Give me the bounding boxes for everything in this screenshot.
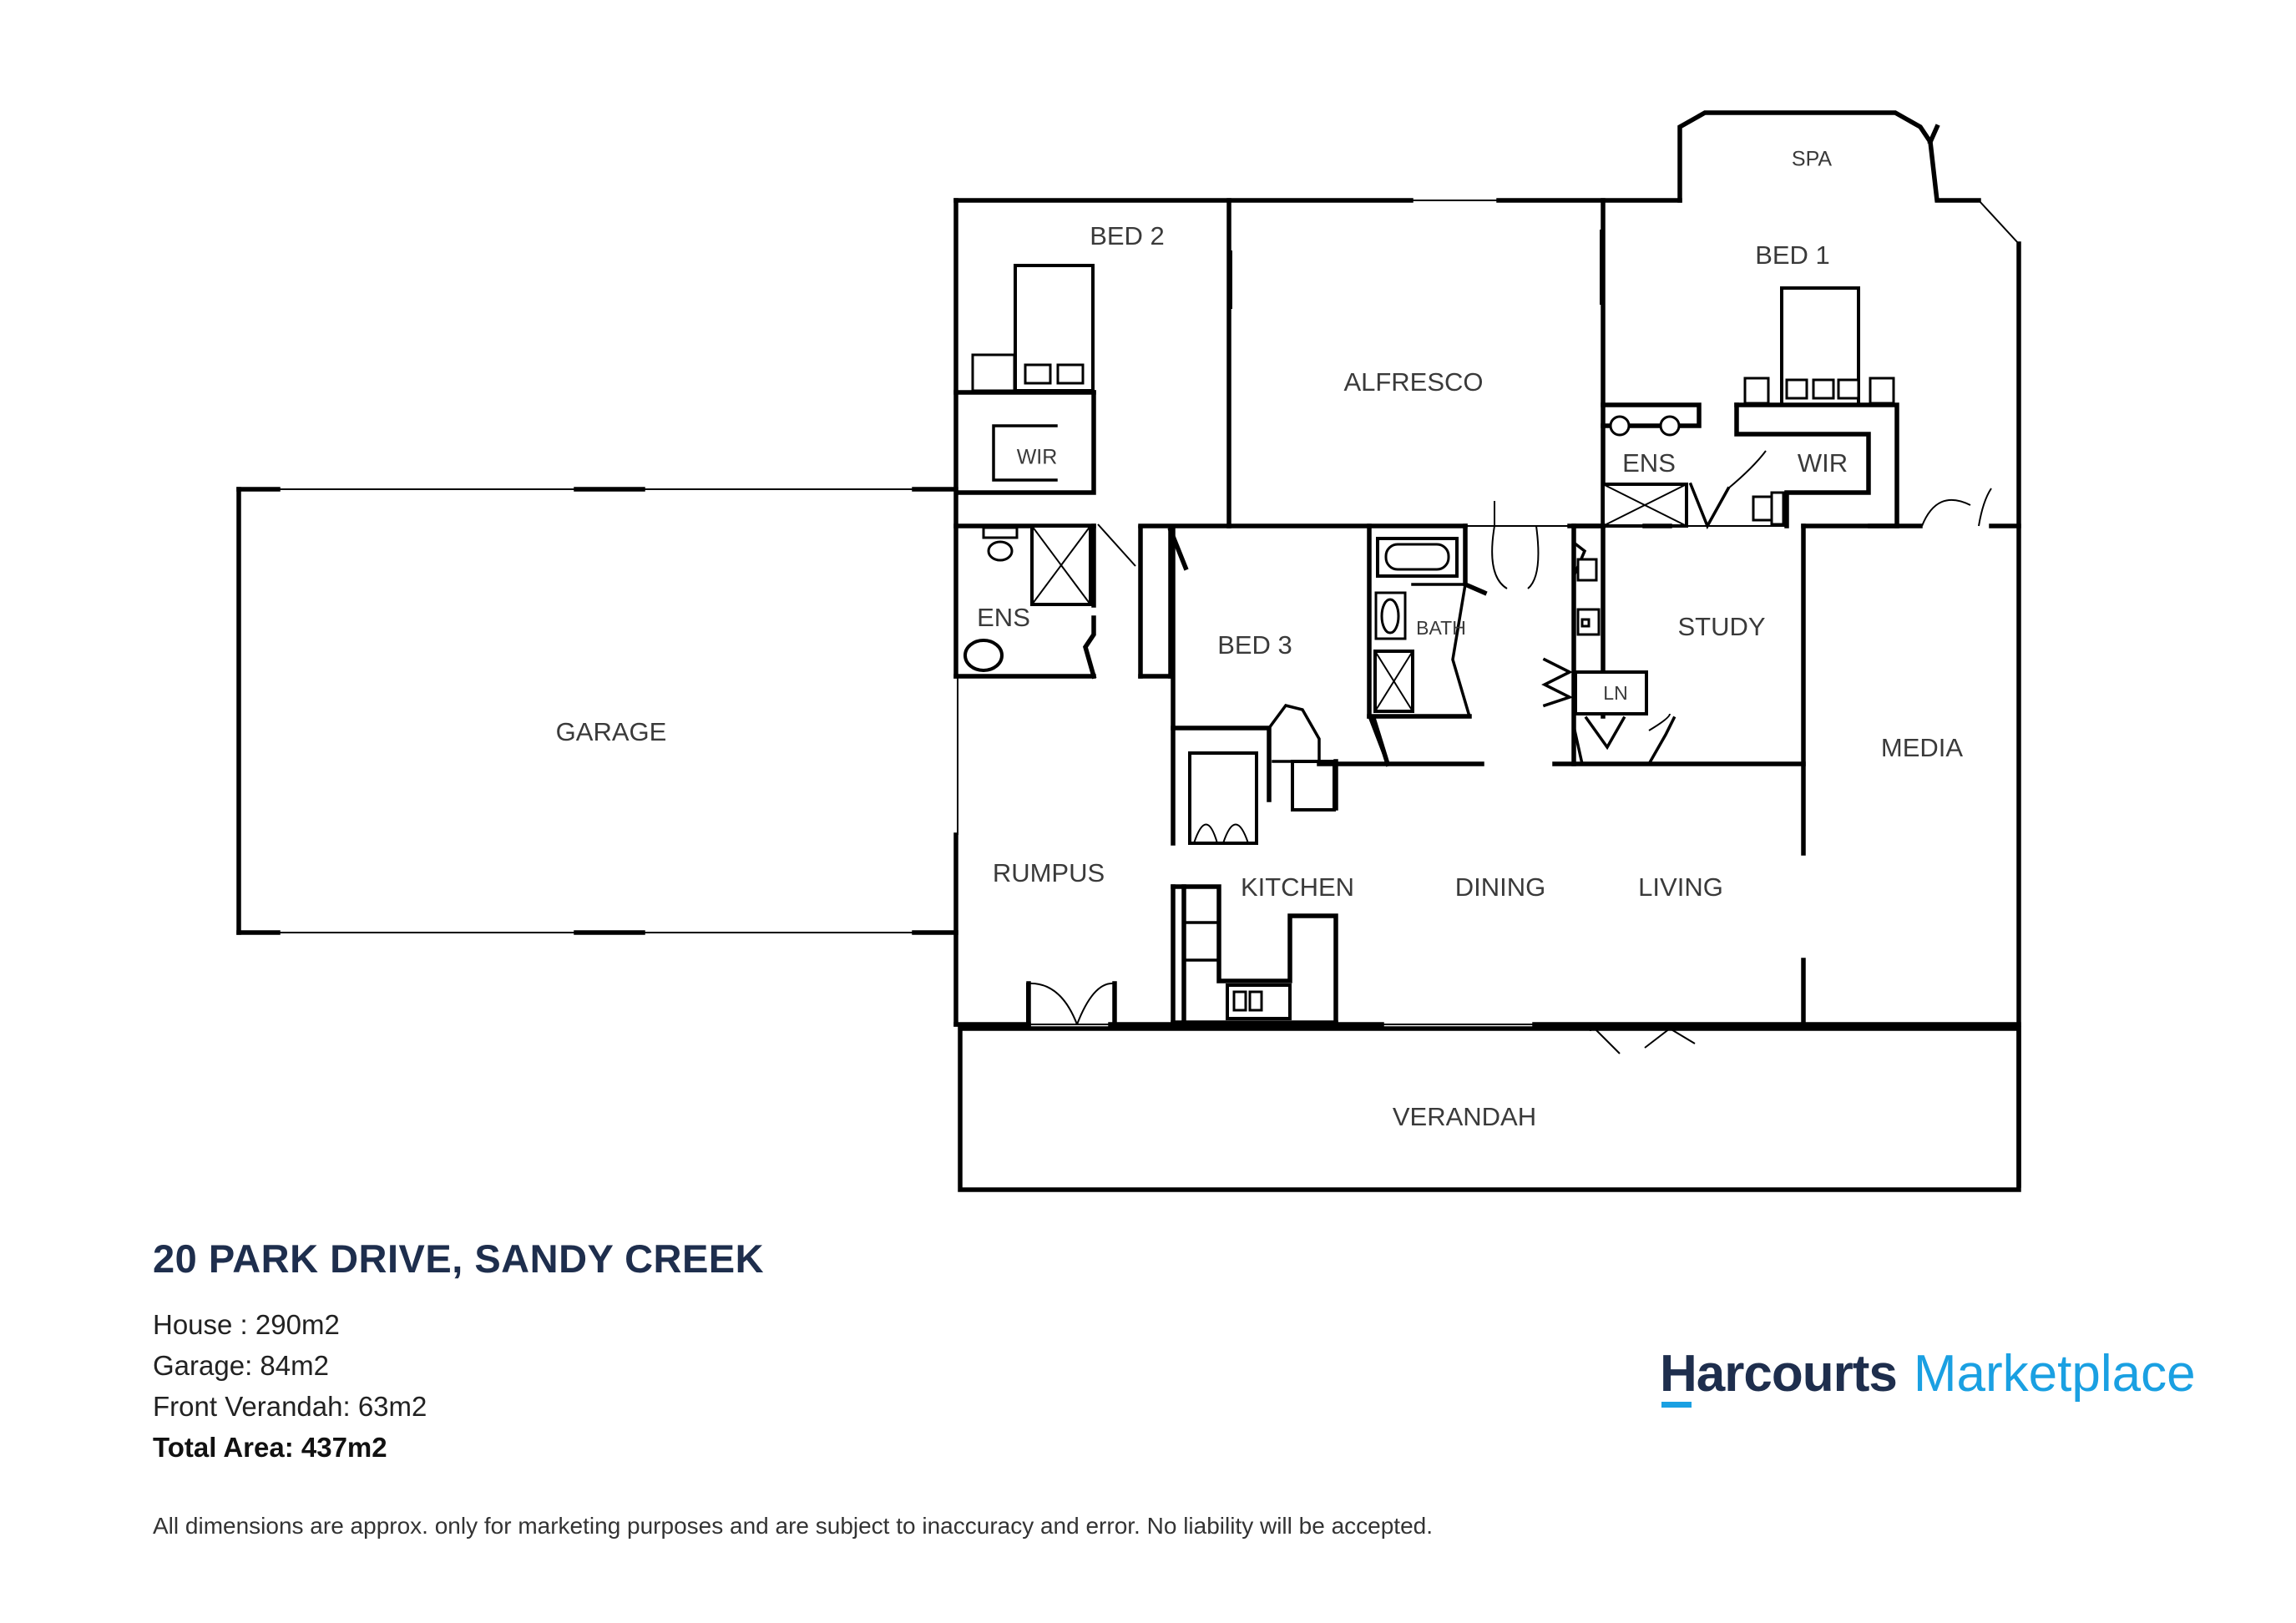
central-rooms (1097, 523, 1899, 1027)
room-labels: BED 2 ALFRESCO SPA BED 1 WIR ENS WIR GAR… (556, 148, 1964, 1132)
house-area: House : 290m2 (153, 1309, 340, 1340)
bed1-wing (1601, 286, 2021, 530)
kitchen-fixtures (1026, 884, 1696, 1054)
harcourts-logo: Harcourts Marketplace (1660, 1344, 2196, 1411)
garage-walls (236, 487, 958, 935)
label-bath: BATH (1416, 617, 1466, 639)
garage-area: Garage: 84m2 (153, 1350, 329, 1381)
label-verandah: VERANDAH (1393, 1102, 1536, 1131)
label-alfresco: ALFRESCO (1343, 367, 1483, 397)
label-rumpus: RUMPUS (993, 858, 1105, 887)
label-linen: LN (1603, 682, 1627, 704)
label-wir-bed1: WIR (1798, 448, 1848, 478)
logo-underline (1661, 1402, 1692, 1408)
verandah-outline (958, 1026, 2021, 1192)
bed2-wing (953, 198, 1232, 680)
label-spa: SPA (1792, 148, 1832, 171)
disclaimer: All dimensions are approx. only for mark… (153, 1513, 1433, 1539)
label-wir-bed2: WIR (1017, 446, 1058, 469)
label-kitchen: KITCHEN (1241, 872, 1354, 902)
label-ens-bed2: ENS (977, 603, 1030, 632)
property-address: 20 PARK DRIVE, SANDY CREEK (153, 1236, 765, 1281)
label-living: LIVING (1638, 872, 1723, 902)
label-garage: GARAGE (556, 717, 667, 746)
logo-brand: Harcourts (1660, 1345, 1898, 1408)
label-study: STUDY (1677, 612, 1765, 641)
label-ens-bed1: ENS (1622, 448, 1676, 478)
label-bed2: BED 2 (1090, 221, 1165, 250)
house-outer-walls (953, 110, 2021, 1188)
label-bed3: BED 3 (1217, 630, 1292, 660)
logo-sub: Marketplace (1913, 1345, 2196, 1403)
label-dining: DINING (1455, 872, 1546, 902)
label-media: MEDIA (1881, 733, 1964, 762)
verandah-area: Front Verandah: 63m2 (153, 1391, 427, 1422)
total-area: Total Area: 437m2 (153, 1432, 387, 1463)
label-bed1: BED 1 (1755, 240, 1830, 270)
